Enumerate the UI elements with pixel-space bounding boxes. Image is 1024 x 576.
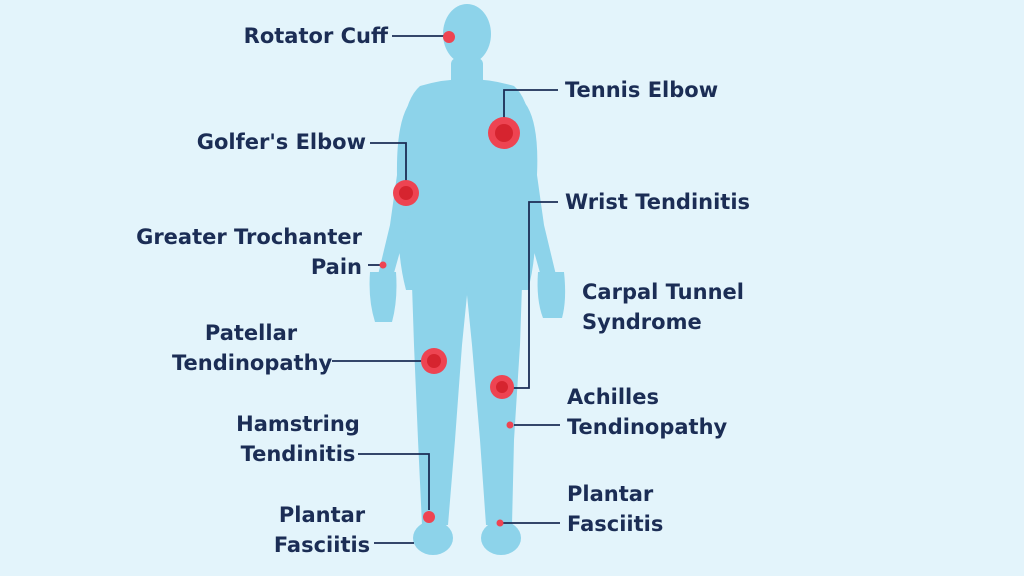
marker-rotator-cuff: [443, 31, 455, 43]
marker-achilles: [506, 421, 514, 429]
marker-hamstring: [423, 511, 435, 523]
pain-markers: [379, 31, 520, 527]
marker-golfers-elbow: [393, 180, 419, 206]
marker-plantar-right: [496, 519, 504, 527]
right-arm: [516, 95, 556, 280]
right-hand: [537, 272, 566, 318]
label-tennis-elbow: Tennis Elbow: [565, 78, 719, 102]
label-golfers-elbow: Golfer's Elbow: [196, 130, 366, 154]
right-leg: [466, 285, 522, 525]
left-foot: [413, 521, 453, 555]
label-carpal-tunnel: Carpal Tunnel Syndrome: [582, 280, 744, 334]
label-rotator-cuff: Rotator Cuff: [243, 24, 388, 48]
leader-lines: [332, 35, 560, 544]
marker-tennis-elbow: [488, 117, 520, 149]
marker-wrist-knee: [490, 375, 514, 399]
human-body-silhouette: [369, 4, 566, 555]
left-hand: [369, 272, 397, 322]
marker-patellar: [421, 348, 447, 374]
leader-golfers-elbow: [370, 142, 407, 182]
label-achilles: Achilles Tendinopathy: [567, 385, 728, 439]
torso: [398, 79, 536, 290]
leader-tennis-elbow: [503, 89, 558, 118]
head: [443, 4, 491, 64]
leader-hamstring: [358, 453, 430, 510]
label-hamstring: Hamstring Tendinitis: [236, 412, 360, 466]
label-wrist-tendinitis: Wrist Tendinitis: [565, 190, 751, 214]
label-patellar: Patellar Tendinopathy: [172, 321, 333, 375]
left-leg: [412, 285, 468, 525]
leader-wrist-tendinitis: [512, 201, 558, 389]
right-foot: [481, 521, 521, 555]
marker-greater-trochanter: [379, 261, 387, 269]
label-plantar-right: Plantar Fasciitis: [567, 482, 664, 536]
label-plantar-left: Plantar Fasciitis: [273, 503, 371, 557]
label-greater-trochanter: Greater Trochanter Pain: [136, 225, 362, 279]
